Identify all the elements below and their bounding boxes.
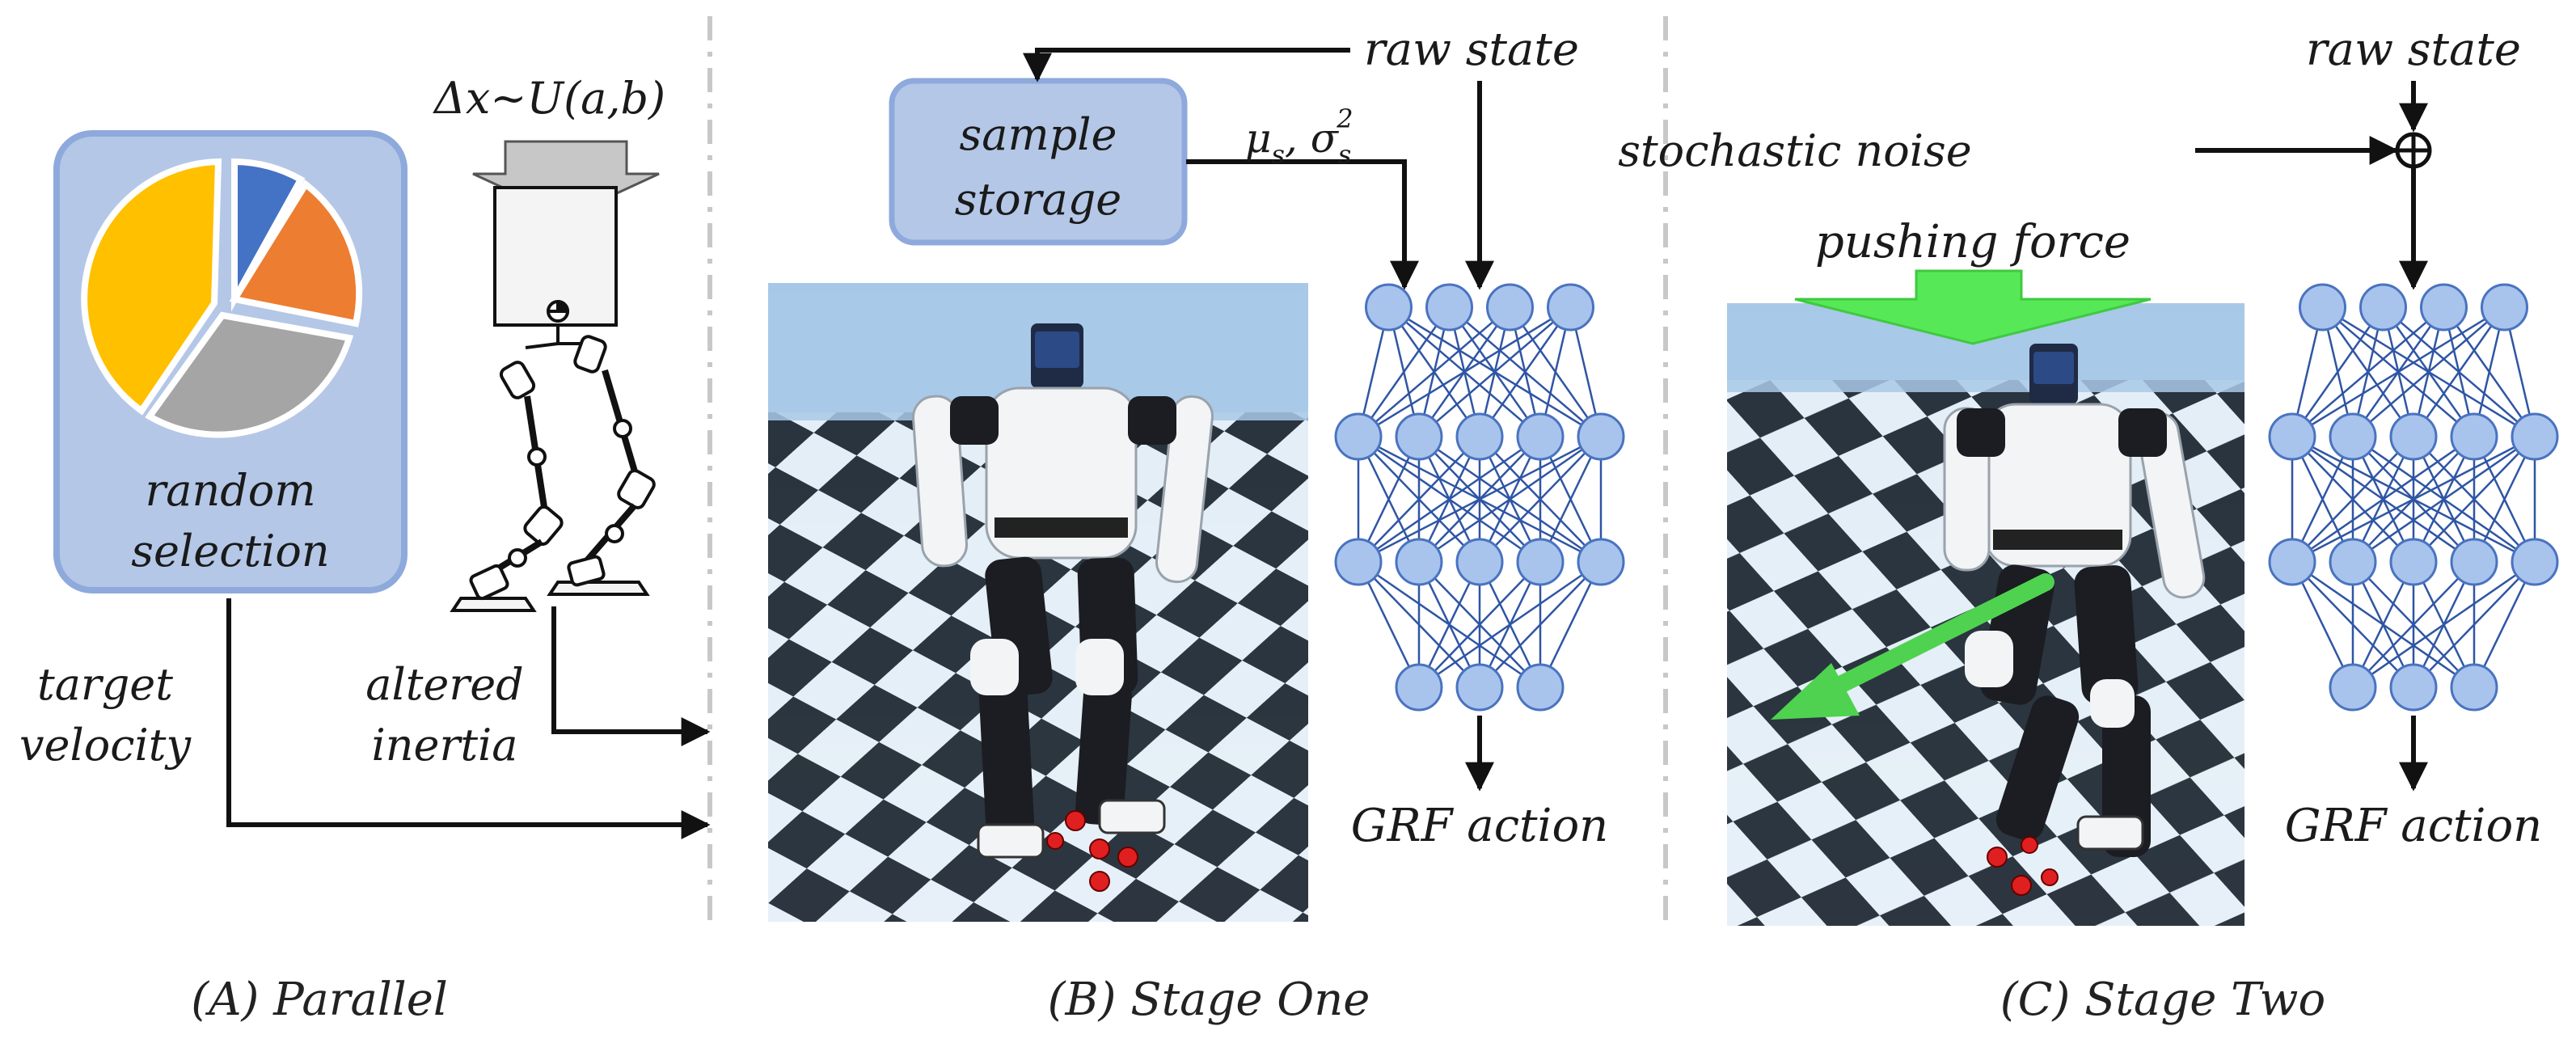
- network-node: [2329, 538, 2377, 586]
- target-velocity-line2: velocity: [19, 720, 192, 771]
- network-node: [2481, 283, 2528, 332]
- network-edge: [1358, 435, 1602, 564]
- network-edge: [2412, 306, 2506, 437]
- network-edge: [1358, 306, 1572, 438]
- target-velocity-line1: target: [37, 659, 173, 710]
- network-node: [2511, 538, 2559, 586]
- raw-state-label-b: raw state: [1364, 23, 1579, 76]
- humanoid-robot-b: [911, 323, 1214, 892]
- network-node: [2268, 538, 2316, 586]
- network-node: [1486, 283, 1534, 332]
- network-node: [2450, 412, 2498, 461]
- network-edge: [1358, 306, 1511, 437]
- distribution-label: Δx~U(a,b): [433, 73, 665, 124]
- sample-storage-line2: storage: [955, 174, 1121, 225]
- network-node: [1425, 283, 1473, 332]
- network-node: [2389, 412, 2438, 461]
- network-node: [2420, 283, 2468, 332]
- network-edge: [2291, 306, 2506, 438]
- network-edge: [1418, 561, 1541, 688]
- sample-storage-line1: sample: [960, 109, 1117, 160]
- caption-a: (A) Parallel: [191, 974, 448, 1026]
- network-edge: [1418, 560, 1602, 689]
- network-node: [2299, 283, 2346, 332]
- altered-inertia-arrow: [551, 606, 711, 746]
- network-edge: [2291, 306, 2384, 437]
- caption-c: (C) Stage Two: [2000, 974, 2325, 1026]
- network-node: [2450, 663, 2498, 712]
- pushing-force-label: pushing force: [1815, 216, 2130, 268]
- storage-stats-label: μs, σs2: [1245, 103, 1353, 170]
- network-node: [1455, 538, 1504, 586]
- network-node: [1516, 412, 1565, 461]
- network-edge: [1357, 306, 1451, 437]
- network-edge: [1479, 561, 1602, 688]
- contact-points-b: [1046, 810, 1138, 892]
- target-velocity-arrow: [226, 598, 711, 839]
- network-node: [2268, 412, 2316, 461]
- network-edge: [2352, 561, 2475, 688]
- panel-b: sample storage raw state μs, σs2: [768, 23, 1625, 1026]
- network-node: [1547, 283, 1594, 332]
- altered-inertia-line2: inertia: [372, 720, 518, 771]
- random-selection-line1: random: [145, 465, 315, 516]
- network-edge: [1418, 435, 1602, 564]
- network-node: [1395, 538, 1443, 586]
- network-node: [2359, 283, 2407, 332]
- raw-state-label-c: raw state: [2306, 23, 2521, 76]
- network-edge: [1358, 436, 1480, 563]
- panel-c: raw state stochastic noise pushing force: [1618, 23, 2559, 1026]
- grf-action-label-b: GRF action: [1351, 800, 1609, 852]
- neural-network-c: [2268, 283, 2559, 712]
- contact-points-c: [1987, 836, 2059, 896]
- network-edge: [2291, 306, 2445, 437]
- network-node: [2329, 412, 2377, 461]
- caption-b: (B) Stage One: [1048, 974, 1370, 1026]
- network-node: [1455, 412, 1504, 461]
- network-edge: [2352, 560, 2536, 689]
- raw-state-to-storage-arrow: [1023, 48, 1350, 82]
- network-node: [1334, 538, 1383, 586]
- network-edge: [2291, 435, 2475, 564]
- network-edge: [2291, 436, 2414, 563]
- network-node: [1395, 663, 1443, 712]
- sum-junction-icon: [2395, 132, 2432, 169]
- pushing-force-arrow: [1794, 269, 2152, 345]
- network-node: [1334, 412, 1383, 461]
- network-node: [1365, 283, 1413, 332]
- network-node: [1577, 538, 1625, 586]
- panel-a: random selection Δx~U(a,b): [19, 73, 711, 1026]
- robot-schematic-icon: [450, 186, 656, 612]
- stats-to-network-arrow: [1186, 159, 1419, 290]
- pie-chart-icon: [81, 158, 363, 438]
- network-node: [1516, 663, 1565, 712]
- stochastic-noise-label: stochastic noise: [1618, 125, 1971, 176]
- network-edge: [2352, 435, 2536, 564]
- network-node: [1516, 538, 1565, 586]
- network-edge: [1478, 306, 1572, 437]
- network-node: [1577, 412, 1625, 461]
- network-node: [2389, 663, 2438, 712]
- network-edge: [2291, 435, 2536, 564]
- network-edge: [2413, 561, 2536, 688]
- network-edge: [2413, 436, 2536, 563]
- neural-network-b: [1334, 283, 1625, 712]
- network-node: [2450, 538, 2498, 586]
- random-selection-line2: selection: [131, 526, 329, 577]
- network-edge: [1479, 436, 1602, 563]
- network-edge: [1418, 306, 1572, 437]
- network-edge: [2352, 306, 2506, 437]
- network-node: [2511, 412, 2559, 461]
- network-edge: [1358, 435, 1541, 564]
- grf-action-label-c: GRF action: [2285, 800, 2543, 852]
- network-node: [2389, 538, 2438, 586]
- altered-inertia-line1: altered: [365, 659, 523, 710]
- velocity-direction-arrow: [1771, 573, 2054, 720]
- network-node: [1395, 412, 1443, 461]
- network-node: [2329, 663, 2377, 712]
- network-node: [1455, 663, 1504, 712]
